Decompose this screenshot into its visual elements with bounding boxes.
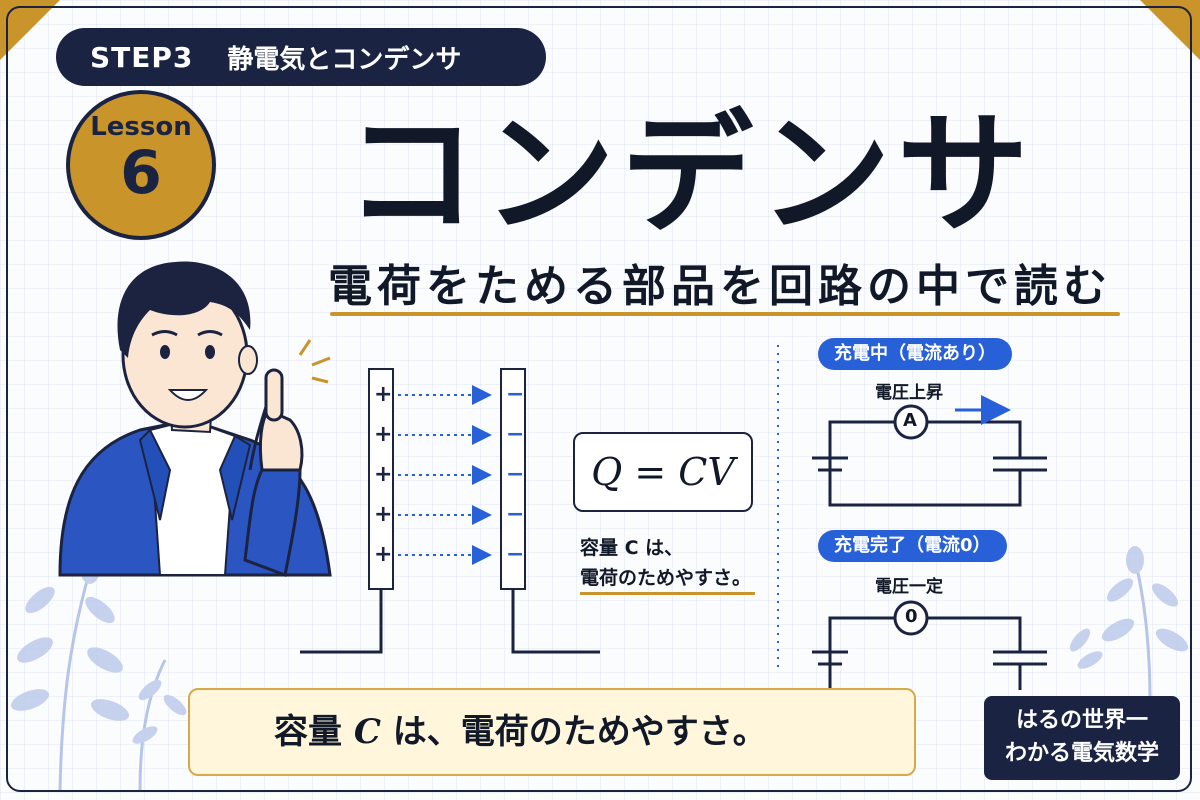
formula-box: Q = CV	[573, 432, 753, 512]
ammeter-zero-label: 0	[905, 606, 918, 627]
teacher-figure-icon	[58, 261, 332, 578]
charging-circuit	[812, 420, 1047, 507]
charged-circuit	[812, 616, 1047, 690]
lesson-badge: Lesson 6	[66, 90, 216, 240]
ammeter-label: A	[903, 410, 917, 431]
plus-sign: +	[374, 502, 393, 527]
right-foliage-icon	[1069, 546, 1189, 701]
ammeter-icon	[893, 404, 929, 440]
top-left-corner-accent	[0, 0, 60, 60]
minus-sign: −	[506, 422, 525, 447]
minus-sign: −	[506, 502, 525, 527]
plus-sign: +	[374, 382, 393, 407]
minus-sign: −	[506, 542, 525, 567]
summary-symbol: C	[353, 712, 381, 752]
summary-prefix: 容量	[274, 712, 354, 752]
minus-sign: −	[506, 382, 525, 407]
charging-state-badge: 充電中（電流あり）	[818, 338, 1012, 370]
page-subtitle: 電荷をためる部品を回路の中で読む	[328, 261, 1112, 312]
plus-sign: +	[374, 462, 393, 487]
minus-sign: −	[506, 462, 525, 487]
lesson-word: Lesson	[90, 112, 192, 142]
summary-suffix: は、電荷のためやすさ。	[380, 712, 767, 752]
lesson-number: 6	[120, 138, 162, 208]
step-number: STEP3	[90, 40, 194, 74]
top-right-corner-accent	[1140, 0, 1200, 60]
ammeter-zero-icon	[893, 600, 929, 636]
brand-badge: はるの世界一 わかる電気数学	[984, 696, 1180, 780]
page-title: コンデンサ	[345, 98, 1035, 252]
step-subtitle: 静電気とコンデンサ	[227, 44, 462, 75]
plus-sign: +	[374, 542, 393, 567]
field-lines	[398, 385, 492, 565]
positive-plate	[368, 368, 394, 590]
plate-leads	[300, 590, 600, 654]
charged-voltage-label: 電圧一定	[875, 577, 943, 597]
charged-state-badge: 充電完了（電流0）	[818, 530, 1007, 562]
capacitance-note-underline	[580, 592, 755, 595]
step-badge: STEP3 静電気とコンデンサ	[56, 28, 546, 86]
plus-sign: +	[374, 422, 393, 447]
capacitance-note: 容量 C は、 電荷のためやすさ。	[580, 537, 752, 589]
negative-plate	[500, 368, 526, 590]
subtitle-underline	[330, 312, 1120, 316]
charging-voltage-label: 電圧上昇	[875, 383, 943, 403]
summary-banner: 容量 C は、電荷のためやすさ。	[188, 688, 916, 776]
